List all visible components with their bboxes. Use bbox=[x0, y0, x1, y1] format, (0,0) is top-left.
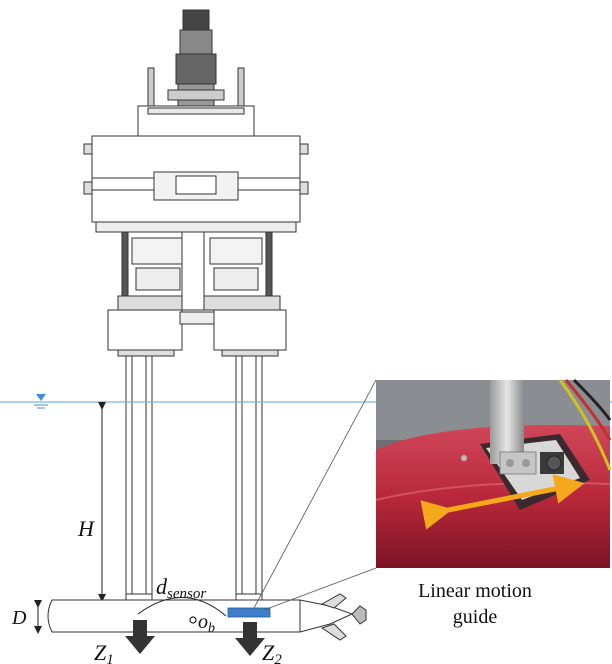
depth-label: H bbox=[77, 516, 95, 541]
water-level-icon bbox=[34, 394, 48, 409]
force-arrow-z2 bbox=[235, 622, 265, 656]
body-origin-label: ob bbox=[198, 611, 215, 636]
right-carriage bbox=[199, 231, 287, 357]
force-label-z1: Z1 bbox=[94, 640, 114, 664]
diameter-label: D bbox=[11, 607, 27, 629]
motion-direction-arrow bbox=[420, 474, 585, 530]
submarine-model bbox=[47, 593, 367, 641]
linear-motion-guide-caption: Linear motion guide bbox=[380, 578, 570, 630]
force-label-z2: Z2 bbox=[262, 640, 282, 664]
sensor-distance-arc bbox=[137, 597, 227, 617]
motor-assembly bbox=[137, 9, 255, 137]
caption-line-2: guide bbox=[452, 606, 498, 628]
force-arrow-z1 bbox=[125, 620, 155, 654]
struts bbox=[125, 355, 263, 595]
callout-line-top bbox=[253, 379, 377, 609]
linear-guide-photo bbox=[375, 378, 612, 568]
caption-line-1: Linear motion bbox=[418, 580, 532, 602]
mounting-frame bbox=[83, 135, 309, 233]
sensor-distance-label: dsensor bbox=[156, 574, 206, 602]
callout-line-bottom bbox=[263, 567, 377, 611]
linear-guide-block bbox=[227, 607, 271, 618]
left-carriage bbox=[107, 231, 195, 357]
center-linkage bbox=[179, 231, 215, 325]
body-origin-point bbox=[189, 616, 197, 624]
